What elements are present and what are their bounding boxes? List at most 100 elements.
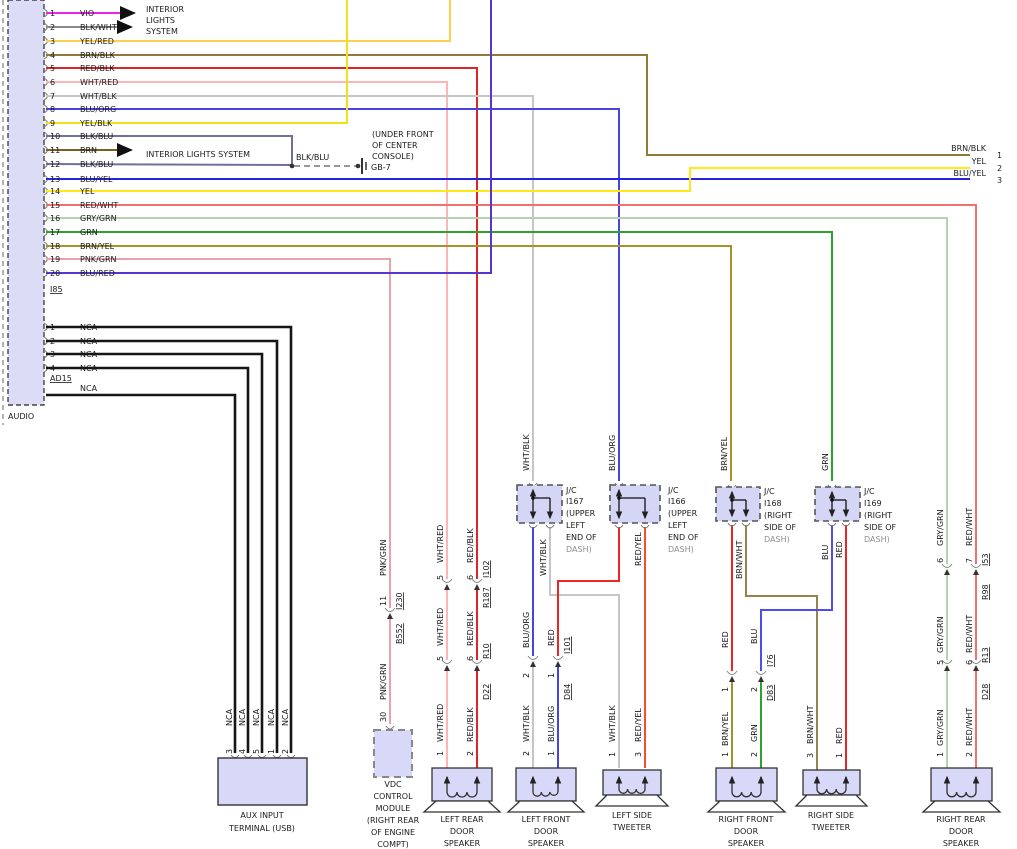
wire-label: BRN/YEL [721,711,730,746]
pin-number: 14 [50,187,60,196]
wire-blkblu-12 [45,163,293,166]
pin-number: 30 [379,712,388,722]
wire-color-label: WHT/RED [80,78,118,87]
jc-label: J/C [565,486,577,495]
connector-id: D83 [766,685,775,701]
pin-number: 17 [50,228,60,237]
wire-label: NCA [238,708,247,726]
wire-color-label: RED/BLK [80,64,115,73]
wire-color-label: BRN [80,146,97,155]
jc-label: END OF [566,533,597,542]
pin-number: 1 [721,687,730,692]
jc-label: LEFT [668,521,687,530]
speakers [422,767,1002,813]
pin-number: 4 [50,51,55,60]
pin-number: 3 [225,749,234,754]
pin-number: 4 [50,364,55,373]
pin-number: 12 [50,160,60,169]
pin-number: 6 [965,660,974,665]
wire-color-label: BLU/ORG [80,105,116,114]
pin-number: 15 [50,201,60,210]
vdc-label: (RIGHT REAR [367,816,420,825]
ground-id: GB-7 [371,163,391,172]
jc-label: I166 [668,497,686,506]
wire-label: BLU [821,544,830,560]
pin-number: 1 [721,752,730,757]
wire-nca-3 [46,352,264,753]
wire-color-label: GRN [80,228,98,237]
wire-label: RED [835,541,844,558]
wire-label: WHT/BLK [608,705,617,742]
pin-number: 2 [997,164,1002,173]
wire-blkblu-10 [46,135,293,166]
speaker-label: RIGHT REAR [936,815,986,824]
jc-i167-box [516,484,563,524]
wire-label: WHT/RED [436,608,445,646]
pin-number: 1 [608,752,617,757]
ils-mid: INTERIOR LIGHTS SYSTEM [146,150,250,159]
pin-number: 2 [50,337,55,346]
wire-grygrn-a [46,217,948,564]
connector-id: I101 [563,636,572,654]
wire-whtblk-feed [46,95,534,481]
pin-number: 6 [466,656,475,661]
pin-number: 5 [50,64,55,73]
speaker-label: LEFT REAR [440,815,483,824]
pin-number: 2 [522,751,531,756]
wire-label: NCA [267,708,276,726]
wire-color-label: YEL/RED [79,37,114,46]
wire-brnwht-out [745,525,818,770]
connector-id: R13 [981,647,990,663]
wire-color-label: BRN/BLK [951,144,987,153]
jc-label: J/C [863,487,875,496]
ground-loc: CONSOLE) [372,152,414,161]
wire-color-label: BLU/YEL [954,169,987,178]
feed-label: WHT/BLK [522,434,531,471]
pin-number: 8 [50,105,55,114]
right-front-door-speaker [706,767,787,813]
wire-brnyel-feed [46,245,732,481]
speaker-label: TWEETER [612,823,652,832]
pin-number: 5 [936,660,945,665]
wire-color-label: BRN/BLK [80,51,116,60]
pin-number: 2 [965,752,974,757]
wire-bluorg-feed [46,108,620,481]
audio-connector1-id: I85 [50,285,63,294]
connector-id: I102 [482,560,491,578]
pin-number: 1 [267,749,276,754]
ground-wire-label: BLK/BLU [296,153,329,162]
ils-line: SYSTEM [146,27,178,36]
ground-loc: (UNDER FRONT [372,130,434,139]
jc-label: (RIGHT [764,511,792,520]
component-labels: AUX INPUT TERMINAL (USB) VDC CONTROL MOD… [228,780,986,849]
ils-line: INTERIOR [146,5,185,14]
jc-label: DASH) [566,545,592,554]
pin-number: 4 [238,749,247,754]
wire-pnkgrn-a [46,258,391,608]
jc-label: DASH) [668,545,694,554]
wire-color-label: GRY/GRN [80,214,117,223]
connector-id: R98 [981,584,990,600]
wire-label: GRY/GRN [936,616,945,653]
jc-label: I168 [764,499,782,508]
jc-label: J/C [667,486,679,495]
wire-label: RED/WHT [965,708,974,746]
wire-color-label: NCA [80,323,98,332]
connector-id: R187 [482,587,491,608]
vdc-label: OF ENGINE [371,828,415,837]
wire-redwht-a [46,204,977,564]
pin-number: 3 [997,176,1002,185]
jc-i169-box [814,486,861,522]
pin-number: 2 [281,749,290,754]
pin-number: 16 [50,214,60,223]
feed-label: BLU/ORG [608,435,617,471]
wire-color-label: YEL [79,187,95,196]
jc-i166-box [609,484,661,524]
wire-color-label: BLK/BLU [80,132,113,141]
pin-number: 5 [252,749,261,754]
speaker-label: SPEAKER [728,839,765,848]
pin-number: 5 [436,575,445,580]
jc-label: SIDE OF [764,523,796,532]
